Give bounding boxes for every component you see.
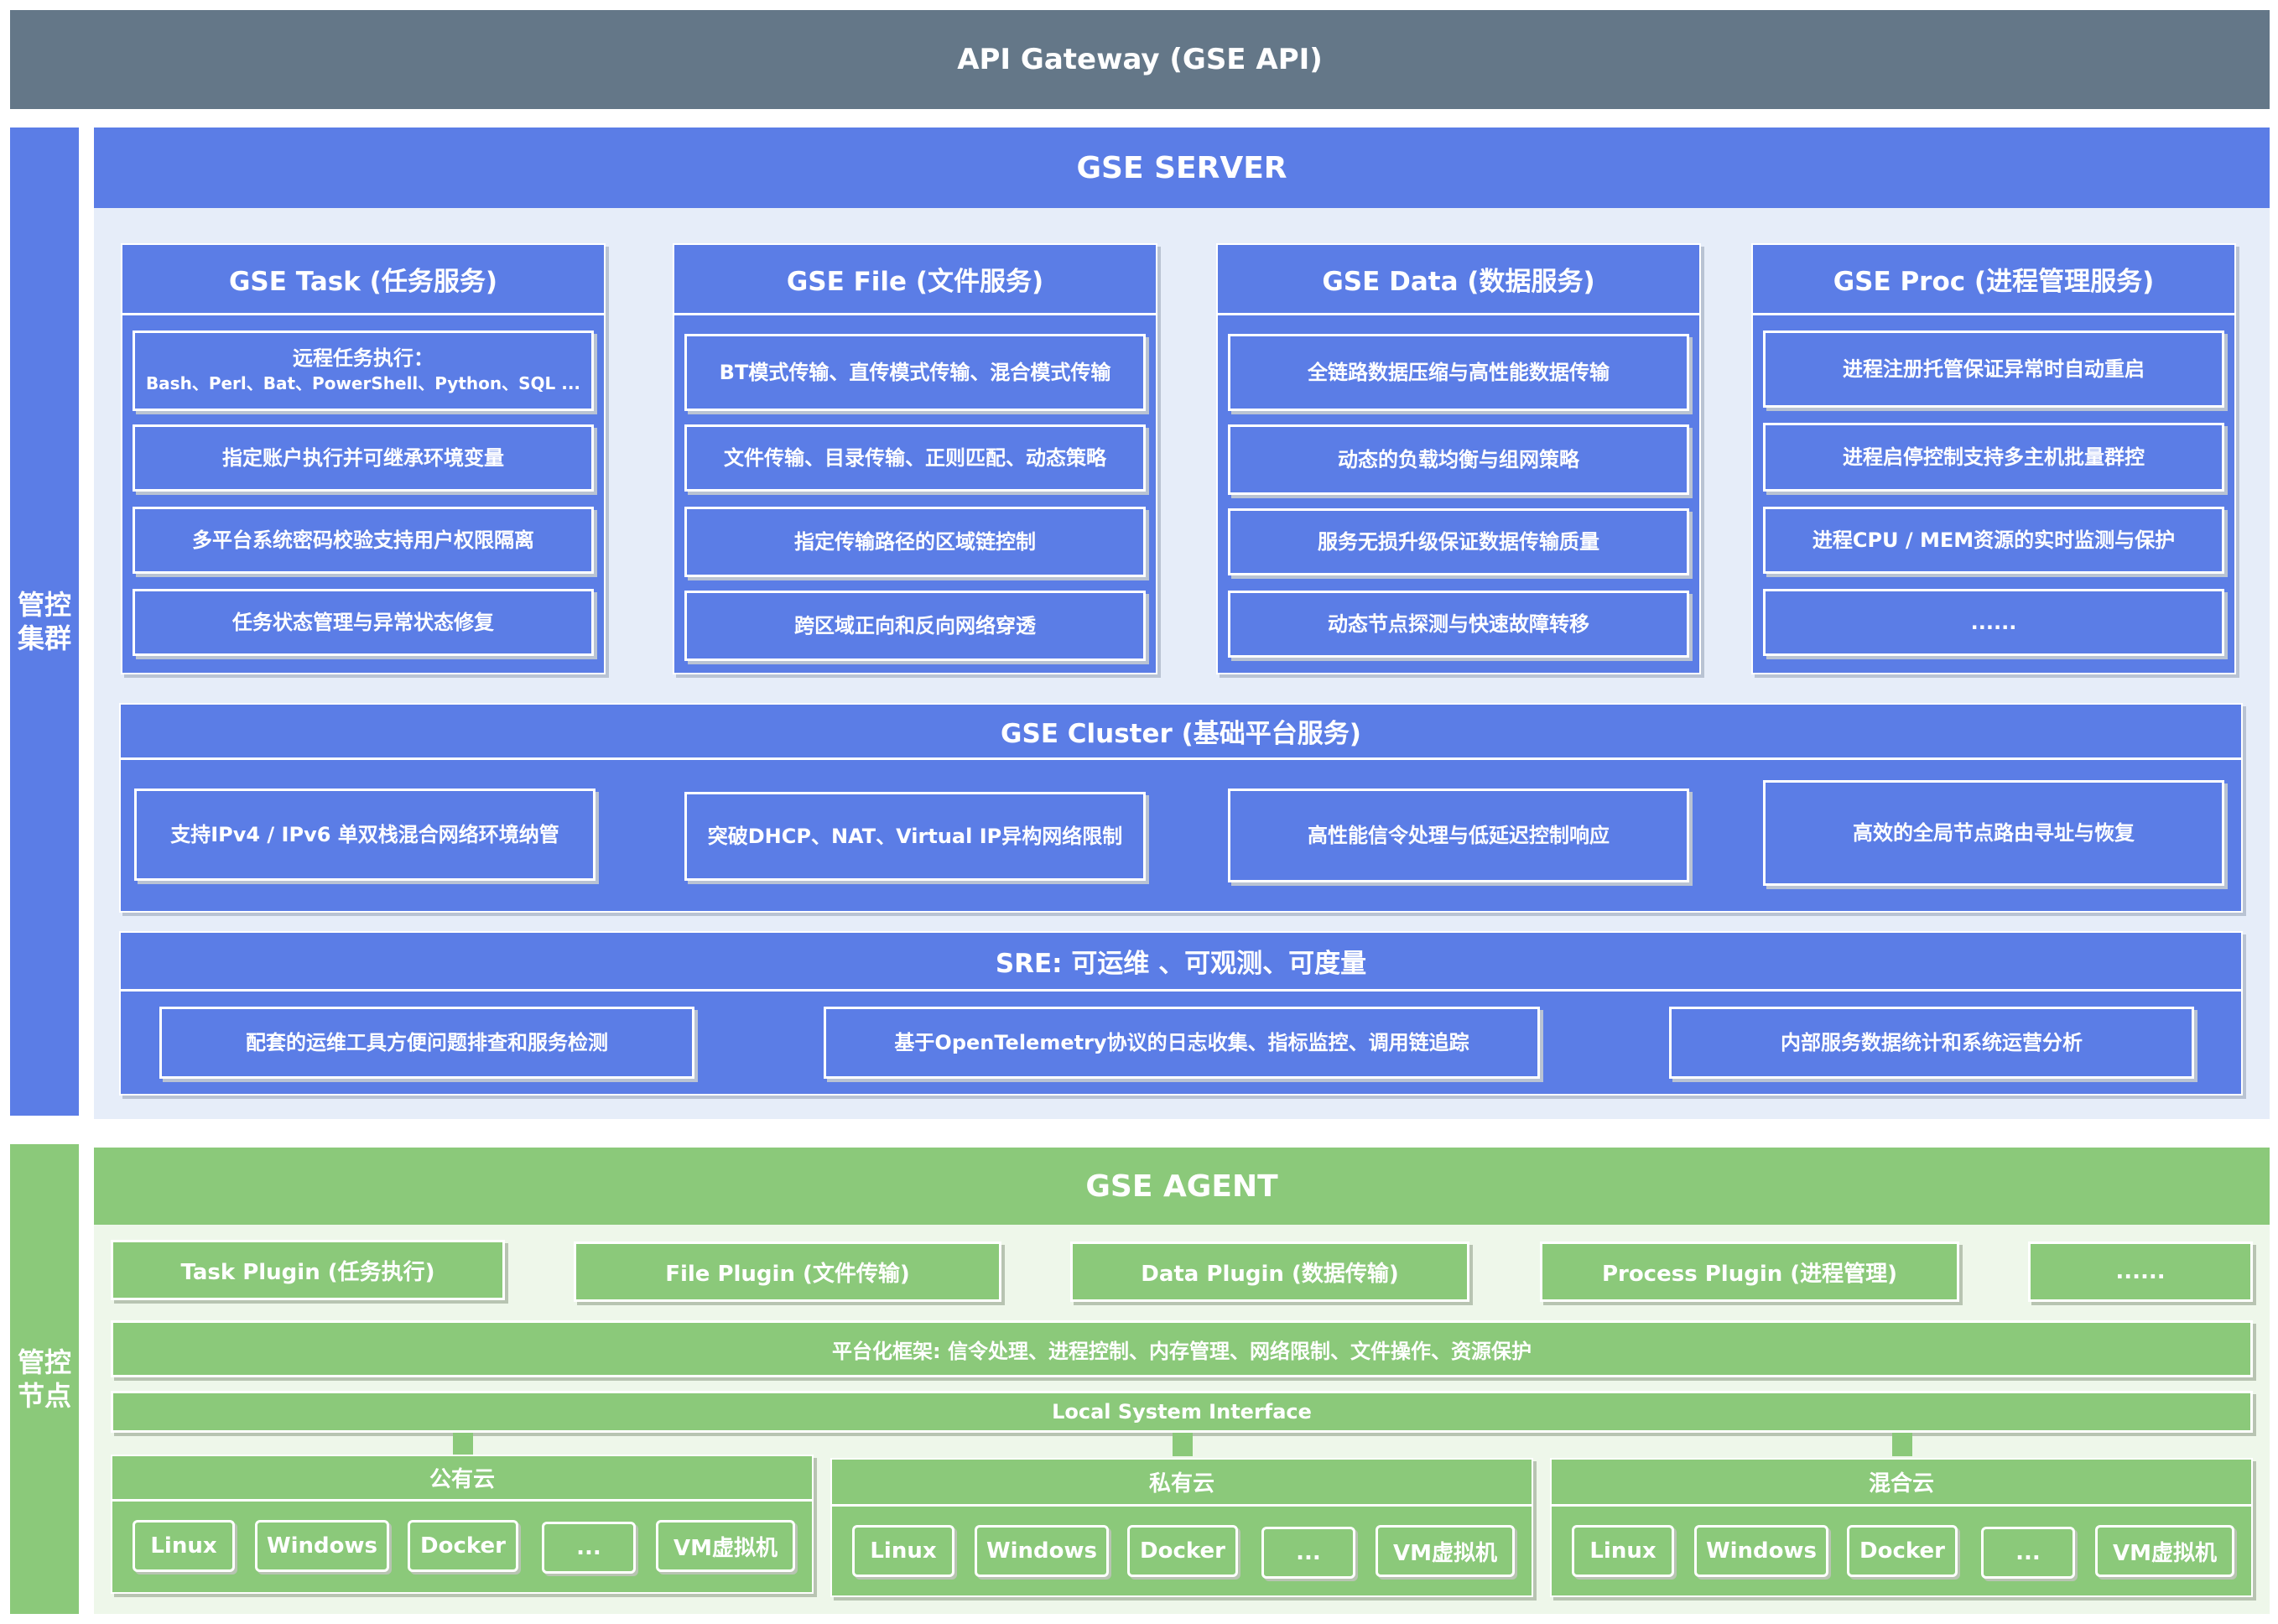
- task-item-subtext: Bash、Perl、Bat、PowerShell、Python、SQL ...: [145, 373, 581, 393]
- task-item: 任务状态管理与异常状态修复: [133, 589, 594, 656]
- data-item: 全链路数据压缩与高性能数据传输: [1228, 334, 1689, 411]
- os-vm: VM虚拟机: [2095, 1525, 2234, 1577]
- task-item: 远程任务执行： Bash、Perl、Bat、PowerShell、Python、…: [133, 331, 594, 411]
- os-vm: VM虚拟机: [1376, 1525, 1515, 1577]
- os-linux: Linux: [133, 1520, 235, 1572]
- file-item: 指定传输路径的区域链控制: [684, 507, 1146, 577]
- platform-framework-bar: 平台化框架: 信令处理、进程控制、内存管理、网络限制、文件操作、资源保护: [111, 1320, 2253, 1377]
- agent-title: GSE AGENT: [1085, 1169, 1278, 1204]
- module-title: GSE Data (数据服务): [1218, 245, 1699, 315]
- os-linux: Linux: [1572, 1525, 1674, 1577]
- server-title: GSE SERVER: [1076, 150, 1287, 185]
- sre-item: 内部服务数据统计和系统运营分析: [1669, 1007, 2194, 1079]
- data-item: 服务无损升级保证数据传输质量: [1228, 508, 1689, 575]
- api-gateway-bar: API Gateway (GSE API): [10, 10, 2270, 109]
- os-docker: Docker: [1127, 1525, 1238, 1577]
- cloud-title: 混合云: [1552, 1460, 2251, 1507]
- os-docker: Docker: [1847, 1525, 1958, 1577]
- os-windows: Windows: [975, 1525, 1109, 1577]
- os-more: ...: [1261, 1527, 1355, 1579]
- module-title: GSE File (文件服务): [674, 245, 1156, 315]
- control-node-text: 管控 节点: [17, 1346, 71, 1412]
- os-docker: Docker: [408, 1520, 518, 1572]
- task-item: 指定账户执行并可继承环境变量: [133, 424, 594, 492]
- connector: [453, 1433, 473, 1456]
- control-cluster-text: 管控 集群: [17, 589, 71, 654]
- api-gateway-title: API Gateway (GSE API): [957, 43, 1323, 76]
- server-header: GSE SERVER: [94, 128, 2270, 208]
- module-title: GSE Proc (进程管理服务): [1753, 245, 2234, 315]
- os-vm: VM虚拟机: [656, 1520, 795, 1572]
- sre-item: 配套的运维工具方便问题排查和服务检测: [159, 1007, 694, 1079]
- agent-header: GSE AGENT: [94, 1148, 2270, 1225]
- control-cluster-label: 管控 集群: [10, 128, 79, 1116]
- task-item: 多平台系统密码校验支持用户权限隔离: [133, 507, 594, 574]
- cloud-title: 公有云: [112, 1456, 812, 1502]
- proc-item: 进程CPU / MEM资源的实时监测与保护: [1763, 507, 2224, 574]
- plugin-item: Task Plugin (任务执行): [111, 1240, 505, 1300]
- cloud-title: 私有云: [832, 1460, 1532, 1507]
- plugin-item: Process Plugin (进程管理): [1540, 1241, 1959, 1302]
- data-item: 动态节点探测与快速故障转移: [1228, 591, 1689, 658]
- sre-item: 基于OpenTelemetry协议的日志收集、指标监控、调用链追踪: [824, 1007, 1540, 1079]
- os-linux: Linux: [852, 1525, 954, 1577]
- plugin-item: File Plugin (文件传输): [574, 1241, 1001, 1302]
- proc-item: ......: [1763, 589, 2224, 656]
- task-item-text: 远程任务执行：: [293, 346, 434, 370]
- proc-item: 进程注册托管保证异常时自动重启: [1763, 331, 2224, 408]
- cluster-title: GSE Cluster (基础平台服务): [121, 705, 2241, 760]
- data-item: 动态的负载均衡与组网策略: [1228, 424, 1689, 495]
- file-item: BT模式传输、直传模式传输、混合模式传输: [684, 334, 1146, 411]
- cluster-item: 高性能信令处理与低延迟控制响应: [1228, 789, 1689, 882]
- os-windows: Windows: [1694, 1525, 1828, 1577]
- module-title: GSE Task (任务服务): [122, 245, 604, 315]
- plugin-item: Data Plugin (数据传输): [1070, 1241, 1469, 1302]
- cluster-item: 支持IPv4 / IPv6 单双栈混合网络环境纳管: [134, 789, 596, 881]
- file-item: 跨区域正向和反向网络穿透: [684, 591, 1146, 661]
- connector: [1892, 1433, 1912, 1456]
- os-more: ...: [1981, 1527, 2075, 1579]
- local-system-interface-bar: Local System Interface: [111, 1391, 2253, 1433]
- cluster-item: 高效的全局节点路由寻址与恢复: [1763, 780, 2224, 886]
- control-node-label: 管控 节点: [10, 1144, 79, 1614]
- sre-title: SRE: 可运维 、可观测、可度量: [121, 933, 2241, 992]
- proc-item: 进程启停控制支持多主机批量群控: [1763, 423, 2224, 492]
- os-more: ...: [542, 1522, 636, 1574]
- connector: [1173, 1433, 1193, 1456]
- plugin-item: ......: [2028, 1241, 2253, 1302]
- os-windows: Windows: [255, 1520, 389, 1572]
- cluster-item: 突破DHCP、NAT、Virtual IP异构网络限制: [684, 792, 1146, 881]
- file-item: 文件传输、目录传输、正则匹配、动态策略: [684, 424, 1146, 492]
